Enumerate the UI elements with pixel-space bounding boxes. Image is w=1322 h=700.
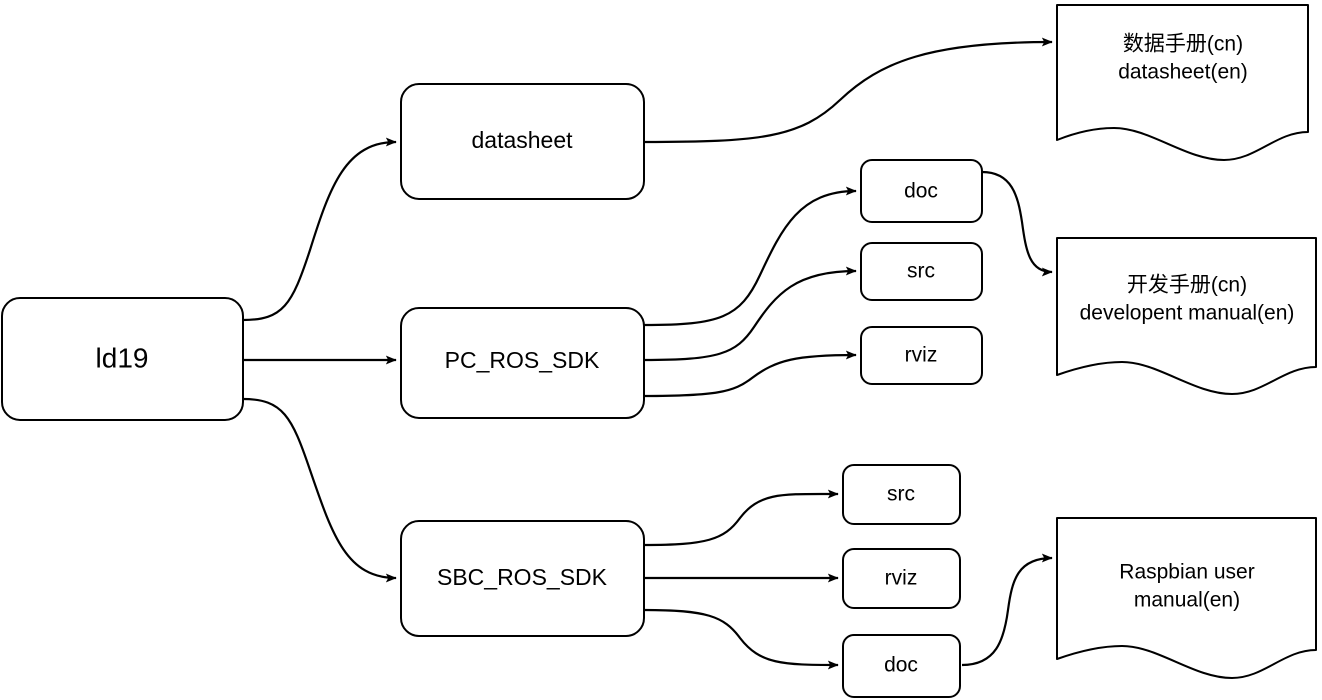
edge-doc-to-raspbian-manual — [961, 553, 1053, 667]
node-raspbian-manual-line2: manual(en) — [1134, 589, 1240, 612]
edge-sbc-ros-sdk-to-doc — [643, 608, 839, 670]
node-pc-doc-shape[interactable] — [860, 159, 983, 223]
node-development-manual-line2: developent manual(en) — [1080, 302, 1295, 325]
edge-root-to-sbc-ros-sdk — [242, 397, 397, 583]
edge-root-to-datasheet — [242, 137, 397, 322]
node-datasheet-shape[interactable] — [400, 83, 645, 200]
node-sbc-rviz[interactable]: rviz — [842, 548, 961, 609]
node-pc-rviz[interactable]: rviz — [860, 326, 983, 385]
edge-datasheet-to-datasheet-doc — [643, 37, 1053, 144]
node-datasheet-document[interactable]: 数据手册(cn) datasheet(en) — [1056, 4, 1309, 161]
node-pc-doc[interactable]: doc — [860, 159, 983, 223]
node-datasheet[interactable]: datasheet — [400, 83, 645, 200]
node-datasheet-document-line1: 数据手册(cn) — [1123, 33, 1243, 56]
edge-layer — [242, 37, 1053, 670]
node-pc-ros-sdk-shape[interactable] — [400, 307, 645, 419]
edge-pc-ros-sdk-to-src — [643, 266, 857, 362]
node-datasheet-document-shape[interactable] — [1056, 4, 1309, 161]
node-sbc-doc-shape[interactable] — [842, 634, 961, 698]
node-sbc-rviz-shape[interactable] — [842, 548, 961, 609]
node-ld19[interactable]: ld19 — [1, 297, 244, 421]
node-ld19-shape[interactable] — [1, 297, 244, 421]
node-pc-ros-sdk-label: PC_ROS_SDK — [445, 347, 600, 373]
node-datasheet-document-line2: datasheet(en) — [1118, 61, 1248, 84]
node-raspbian-manual-line1: Raspbian user — [1119, 561, 1254, 584]
edge-sbc-ros-sdk-to-src — [643, 489, 839, 547]
node-pc-src[interactable]: src — [860, 242, 983, 301]
node-pc-rviz-shape[interactable] — [860, 326, 983, 385]
node-datasheet-label: datasheet — [471, 127, 573, 153]
node-sbc-ros-sdk-shape[interactable] — [400, 520, 645, 637]
node-pc-src-label: src — [907, 260, 935, 283]
node-sbc-src-label: src — [887, 483, 915, 506]
node-sbc-ros-sdk[interactable]: SBC_ROS_SDK — [400, 520, 645, 637]
node-sbc-src[interactable]: src — [842, 464, 961, 525]
edge-doc-to-development-manual — [981, 170, 1053, 277]
node-sbc-doc-label: doc — [884, 654, 918, 677]
node-pc-src-shape[interactable] — [860, 242, 983, 301]
node-development-manual-document-shape[interactable] — [1056, 237, 1317, 395]
node-raspbian-manual-document[interactable]: Raspbian user manual(en) — [1056, 517, 1317, 679]
node-ld19-label: ld19 — [96, 342, 149, 373]
node-pc-rviz-label: rviz — [905, 344, 938, 367]
node-sbc-src-shape[interactable] — [842, 464, 961, 525]
edge-pc-ros-sdk-to-rviz — [643, 350, 857, 398]
node-layer: ld19 datasheet PC_ROS_SDK SBC_ROS_SDK do… — [1, 4, 1317, 698]
node-raspbian-manual-document-shape[interactable] — [1056, 517, 1317, 679]
node-development-manual-document[interactable]: 开发手册(cn) developent manual(en) — [1056, 237, 1317, 395]
node-pc-ros-sdk[interactable]: PC_ROS_SDK — [400, 307, 645, 419]
node-development-manual-line1: 开发手册(cn) — [1127, 274, 1247, 297]
node-pc-doc-label: doc — [904, 180, 938, 203]
edge-pc-ros-sdk-to-doc — [643, 186, 857, 327]
node-sbc-rviz-label: rviz — [885, 567, 918, 590]
node-sbc-doc[interactable]: doc — [842, 634, 961, 698]
node-sbc-ros-sdk-label: SBC_ROS_SDK — [437, 564, 608, 590]
